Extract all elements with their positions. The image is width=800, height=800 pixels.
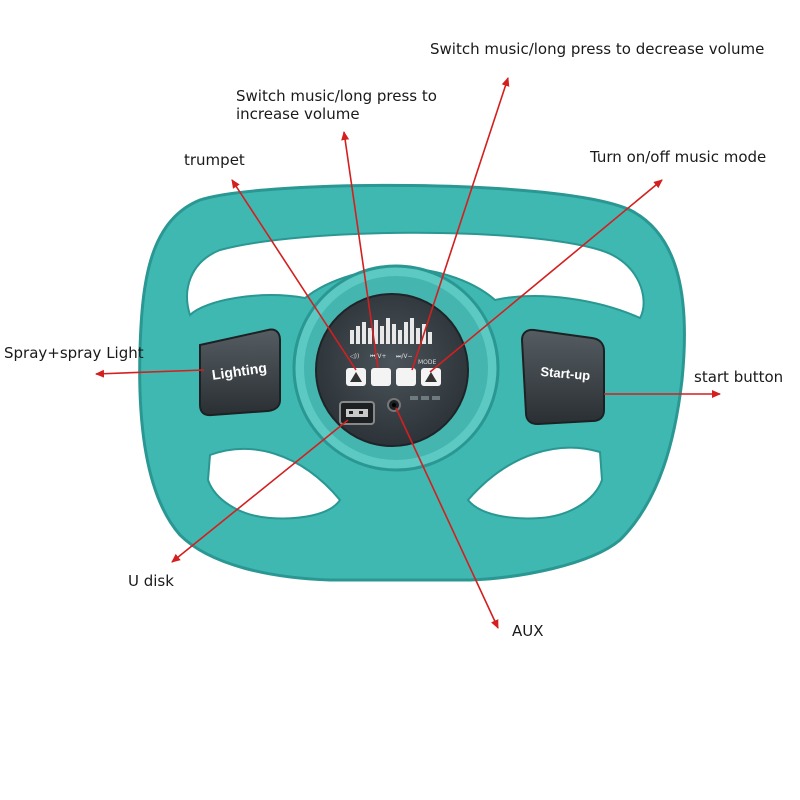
arrow-increase-volume [341,131,379,369]
vol-up-marker: ⏮/V+ [370,353,387,360]
arrow-trumpet [231,179,357,371]
volume-down-button[interactable] [396,368,416,386]
label-u-disk: U disk [128,572,174,590]
lighting-button[interactable]: Lighting [199,328,281,417]
usb-port-icon[interactable] [339,401,375,425]
wheel-right-opening [466,446,604,520]
volume-up-button[interactable] [371,368,391,386]
label-trumpet: trumpet [184,151,245,169]
arrow-aux [395,407,499,629]
horn-marker: ◁)) [350,353,359,360]
lighting-button-label: Lighting [211,359,268,383]
arrow-music-mode [429,179,663,373]
mode-marker: MODE [418,359,437,366]
label-start: start button [694,368,783,386]
label-decrease-volume: Switch music/long press to decrease volu… [430,40,764,58]
label-aux: AUX [512,622,544,640]
vol-down-marker: ⏭/V− [396,353,413,360]
callout-arrows [95,77,721,629]
start-up-button-label: Start-up [540,364,591,383]
control-panel: ◁)) ⏮/V+ ⏭/V− MODE [315,293,469,447]
label-music-mode: Turn on/off music mode [589,148,766,166]
arrow-u-disk [171,419,349,563]
label-spray: Spray+spray Light [4,344,144,362]
wheel-left-opening [206,448,342,520]
panel-face [315,293,469,447]
arrow-spray [95,369,205,378]
label-increase-volume-line1: Switch music/long press to [236,87,437,105]
start-up-button[interactable]: Start-up [520,328,605,426]
arrow-decrease-volume [411,77,510,371]
led-indicators [410,396,440,400]
aux-jack-icon[interactable] [387,398,401,412]
label-increase-volume-line2: increase volume [236,105,360,123]
wheel-top-opening [186,231,645,320]
